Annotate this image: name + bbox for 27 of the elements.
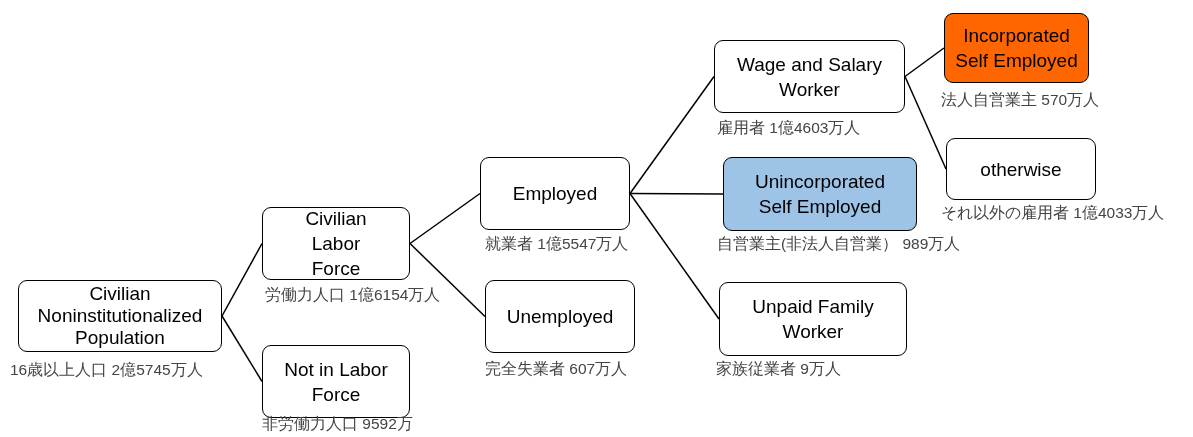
category-box: Employed (480, 157, 630, 230)
count-label: 自営業主(非法人自営業） 989万人 (717, 234, 961, 253)
connector-line (629, 75, 715, 195)
category-box: Unemployed (485, 280, 635, 353)
category-box: Incorporated Self Employed (944, 13, 1089, 83)
connector-line (904, 47, 945, 78)
connector-line (221, 242, 263, 317)
category-box: otherwise (946, 138, 1096, 200)
connector-line (409, 242, 486, 318)
count-label: 就業者 1億5547万人 (485, 234, 629, 253)
category-box: Unpaid Family Worker (719, 282, 907, 356)
count-label: それ以外の雇用者 1億4033万人 (941, 203, 1165, 222)
count-label: 家族従業者 9万人 (716, 359, 841, 378)
category-box: Civilian Noninstitutionalized Population (18, 280, 222, 352)
count-label: 法人自営業主 570万人 (941, 90, 1100, 109)
connector-line (904, 75, 947, 170)
category-box: Wage and Salary Worker (714, 40, 905, 113)
category-box: Civilian Labor Force (262, 207, 410, 280)
count-label: 労働力人口 1億6154万人 (265, 285, 441, 304)
connector-line (629, 192, 720, 320)
connector-line (409, 192, 481, 245)
count-label: 16歳以上人口 2億5745万人 (10, 360, 203, 379)
category-box: Unincorporated Self Employed (723, 157, 917, 231)
count-label: 完全失業者 607万人 (485, 359, 628, 378)
count-label: 雇用者 1億4603万人 (717, 118, 861, 137)
connector-line (629, 192, 724, 195)
connector-line (221, 315, 263, 383)
